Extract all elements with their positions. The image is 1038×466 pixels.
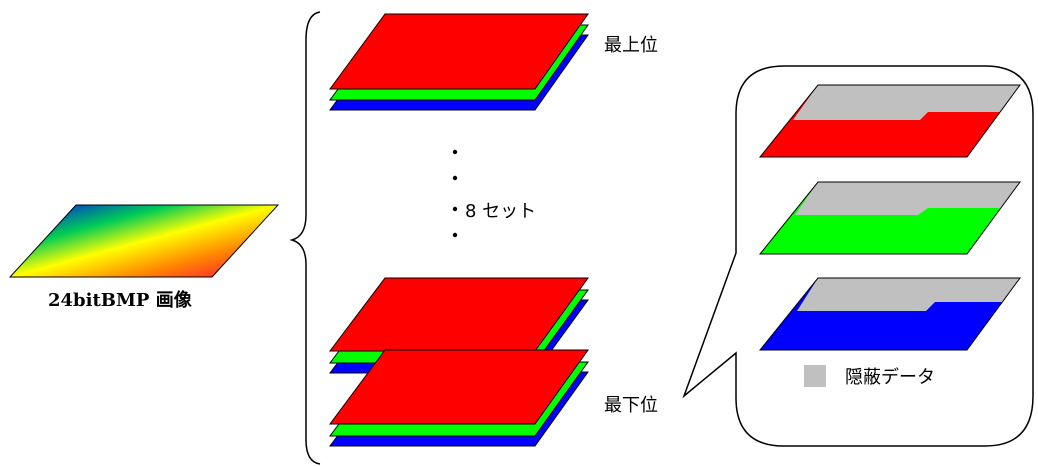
source-image xyxy=(8,204,280,278)
rainbow-image-plane xyxy=(8,204,280,278)
sets-count-label: 8 セット xyxy=(465,201,536,222)
dot xyxy=(452,175,458,181)
plane-outline xyxy=(758,277,1021,351)
legend: 隠蔽データ xyxy=(804,365,935,388)
hidden-data-region xyxy=(797,278,1020,311)
green-plane-with-hidden-data xyxy=(758,181,1021,255)
red-plane xyxy=(329,13,589,90)
bottom-plane-stack-lower xyxy=(329,349,589,447)
plane-outline xyxy=(758,84,1021,158)
hidden-data-region xyxy=(793,85,1020,120)
top-plane-label: 最上位 xyxy=(604,35,658,56)
dot xyxy=(452,232,458,238)
legend-label: 隠蔽データ xyxy=(845,367,935,388)
hidden-data-region xyxy=(795,182,1020,215)
red-plane xyxy=(329,349,589,425)
legend-swatch xyxy=(804,365,826,387)
top-plane-stack xyxy=(329,13,589,111)
dot xyxy=(452,149,458,155)
image-caption: 24bitBMP 画像 xyxy=(48,290,193,311)
red-plane-with-hidden-data xyxy=(758,84,1021,158)
dot xyxy=(452,206,458,212)
blue-plane-with-hidden-data xyxy=(758,277,1021,351)
bottom-plane-stack-upper xyxy=(328,277,589,374)
ellipsis xyxy=(452,149,458,238)
bottom-plane-label: 最下位 xyxy=(604,395,658,416)
brace xyxy=(289,11,321,465)
plane-outline xyxy=(758,181,1021,255)
callout-bubble xyxy=(682,65,1034,447)
